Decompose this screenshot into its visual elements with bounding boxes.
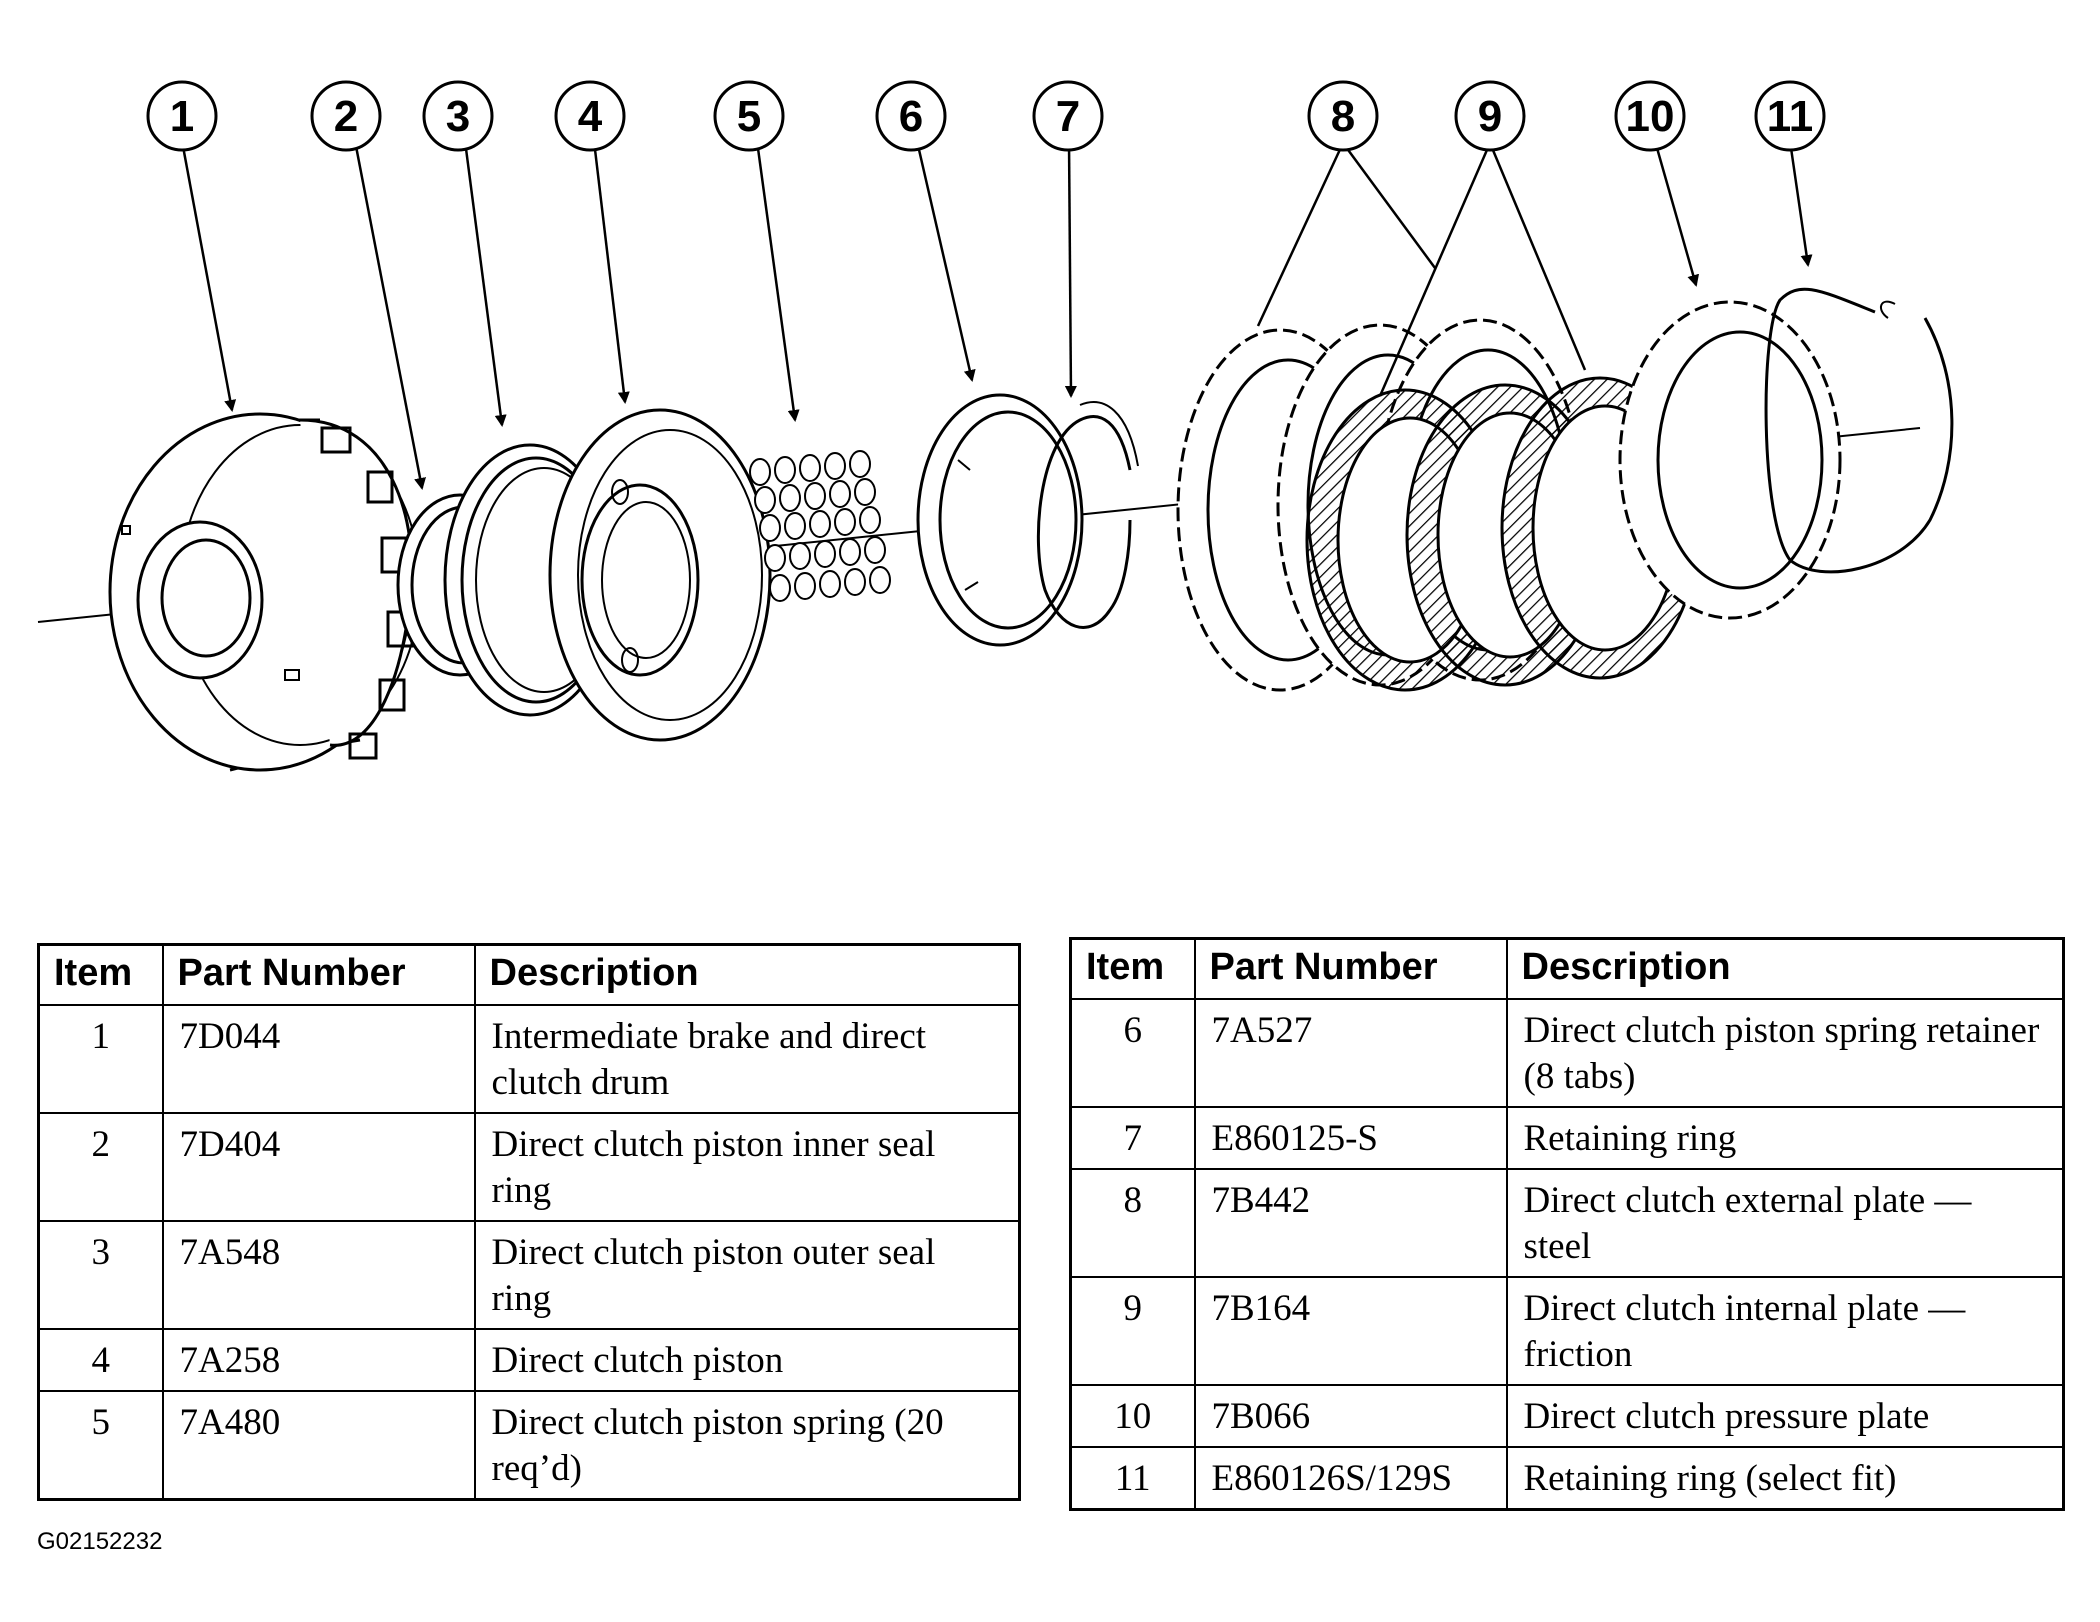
callout-10: 10 — [1614, 80, 1686, 152]
callout-number: 8 — [1331, 92, 1355, 141]
header-item: Item — [1069, 937, 1196, 1000]
cell-description: Direct clutch internal plate — friction — [1505, 1276, 2065, 1386]
callout-2: 2 — [310, 80, 382, 152]
cell-description: Intermediate brake and direct clutch dru… — [473, 1004, 1021, 1114]
table-row: 2 7D404 Direct clutch piston inner seal … — [37, 1112, 1021, 1222]
part-11-select-fit-ring — [1764, 287, 1954, 574]
cell-part-number: 7A527 — [1193, 998, 1508, 1108]
cell-part-number: 7D404 — [161, 1112, 476, 1222]
part-10-pressure-plate — [1618, 300, 1842, 620]
cell-description: Direct clutch piston outer seal ring — [473, 1220, 1021, 1330]
cell-item: 5 — [37, 1390, 164, 1501]
cell-part-number: 7A480 — [161, 1390, 476, 1501]
cell-part-number: 7D044 — [161, 1004, 476, 1114]
callout-number: 6 — [899, 92, 923, 141]
cell-description: Direct clutch piston spring (20 req’d) — [473, 1390, 1021, 1501]
callout-leader-lines — [180, 140, 1813, 490]
table-header-row: Item Part Number Description — [37, 943, 1021, 1006]
table-row: 11 E860126S/129S Retaining ring (select … — [1069, 1446, 2065, 1511]
cell-part-number: E860126S/129S — [1193, 1446, 1508, 1511]
callout-11: 11 — [1754, 80, 1826, 152]
figure-id: G02152232 — [37, 1528, 163, 1555]
callout-5: 5 — [713, 80, 785, 152]
cell-description: Retaining ring — [1505, 1106, 2065, 1170]
cell-item: 9 — [1069, 1276, 1196, 1386]
callout-9: 9 — [1454, 80, 1526, 152]
cell-item: 1 — [37, 1004, 164, 1114]
cell-part-number: 7B442 — [1193, 1168, 1508, 1278]
callout-8: 8 — [1307, 80, 1379, 152]
parts-table-left: Item Part Number Description 1 7D044 Int… — [37, 943, 1021, 1501]
cell-description: Direct clutch piston inner seal ring — [473, 1112, 1021, 1222]
cell-description: Direct clutch external plate — steel — [1505, 1168, 2065, 1278]
callout-number: 5 — [737, 92, 761, 141]
table-row: 9 7B164 Direct clutch internal plate — f… — [1069, 1276, 2065, 1386]
callout-number: 9 — [1478, 92, 1502, 141]
cell-item: 6 — [1069, 998, 1196, 1108]
part-5-piston-springs — [749, 450, 891, 602]
callout-number: 2 — [334, 92, 358, 141]
table-row: 7 E860125-S Retaining ring — [1069, 1106, 2065, 1170]
callout-number: 3 — [446, 92, 470, 141]
part-1-clutch-drum — [108, 412, 421, 772]
cell-part-number: 7B066 — [1193, 1384, 1508, 1448]
cell-description: Direct clutch pressure plate — [1505, 1384, 2065, 1448]
header-part-number: Part Number — [161, 943, 476, 1006]
cell-description: Direct clutch piston — [473, 1328, 1021, 1392]
cell-part-number: 7A258 — [161, 1328, 476, 1392]
exploded-parts-diagram: 1 2 3 4 5 6 7 8 9 10 11 — [37, 80, 1954, 772]
cell-item: 11 — [1069, 1446, 1196, 1511]
table-header-row: Item Part Number Description — [1069, 937, 2065, 1000]
cell-item: 2 — [37, 1112, 164, 1222]
callout-6: 6 — [875, 80, 947, 152]
callout-number: 10 — [1626, 92, 1675, 141]
part-4-clutch-piston — [548, 408, 772, 742]
part-7-retaining-ring — [1036, 401, 1139, 629]
callout-number: 4 — [578, 92, 603, 141]
header-description: Description — [473, 943, 1021, 1006]
callout-4: 4 — [554, 80, 626, 152]
table-row: 4 7A258 Direct clutch piston — [37, 1328, 1021, 1392]
cell-part-number: 7B164 — [1193, 1276, 1508, 1386]
cell-item: 4 — [37, 1328, 164, 1392]
header-description: Description — [1505, 937, 2065, 1000]
table-row: 8 7B442 Direct clutch external plate — s… — [1069, 1168, 2065, 1278]
part-6-spring-retainer — [916, 393, 1084, 647]
callout-1: 1 — [146, 80, 218, 152]
cell-item: 7 — [1069, 1106, 1196, 1170]
callout-7: 7 — [1032, 80, 1104, 152]
table-row: 5 7A480 Direct clutch piston spring (20 … — [37, 1390, 1021, 1501]
header-part-number: Part Number — [1193, 937, 1508, 1000]
cell-item: 10 — [1069, 1384, 1196, 1448]
table-row: 3 7A548 Direct clutch piston outer seal … — [37, 1220, 1021, 1330]
cell-description: Direct clutch piston spring retainer (8 … — [1505, 998, 2065, 1108]
table-row: 10 7B066 Direct clutch pressure plate — [1069, 1384, 2065, 1448]
callout-3: 3 — [422, 80, 494, 152]
callout-number: 7 — [1056, 92, 1080, 141]
parts-table-right: Item Part Number Description 6 7A527 Dir… — [1069, 937, 2065, 1511]
callout-number: 11 — [1767, 92, 1814, 141]
cell-part-number: E860125-S — [1193, 1106, 1508, 1170]
table-row: 6 7A527 Direct clutch piston spring reta… — [1069, 998, 2065, 1108]
cell-description: Retaining ring (select fit) — [1505, 1446, 2065, 1511]
header-item: Item — [37, 943, 164, 1006]
cell-item: 3 — [37, 1220, 164, 1330]
table-row: 1 7D044 Intermediate brake and direct cl… — [37, 1004, 1021, 1114]
cell-item: 8 — [1069, 1168, 1196, 1278]
callout-number: 1 — [170, 92, 194, 141]
cell-part-number: 7A548 — [161, 1220, 476, 1330]
